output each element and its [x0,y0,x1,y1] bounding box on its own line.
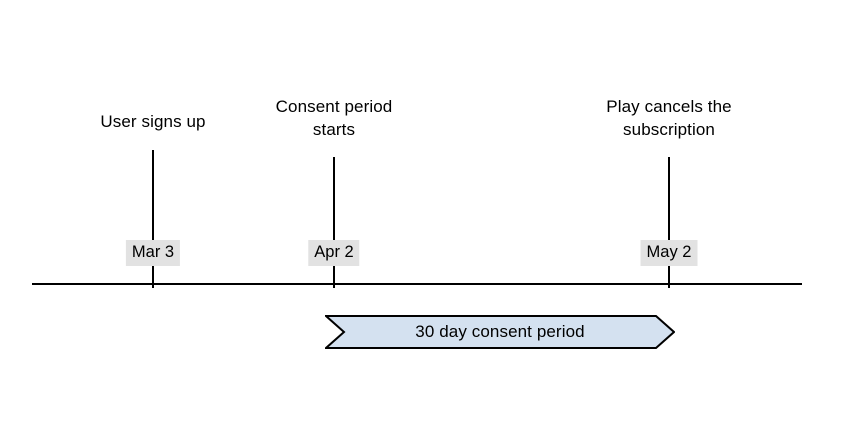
event-label-consent-period-starts: Consent period starts [275,97,393,139]
event-date-chip-may-2: May 2 [640,240,698,266]
event-tick-line-user-signs-up [152,150,154,288]
event-label-play-cancels-subscription: Play cancels the subscription [606,97,732,139]
consent-period-banner: 30 day consent period [325,315,675,349]
event-date-chip-apr-2: Apr 2 [308,240,360,266]
timeline-axis [32,283,802,285]
consent-period-banner-label: 30 day consent period [415,322,585,341]
event-date-chip-mar-3: Mar 3 [125,240,181,266]
event-tick-line-consent-period-starts [333,157,335,288]
consent-period-banner-shape [325,315,675,349]
event-tick-line-play-cancels-subscription [668,157,670,288]
event-label-user-signs-up: User signs up [100,112,206,131]
